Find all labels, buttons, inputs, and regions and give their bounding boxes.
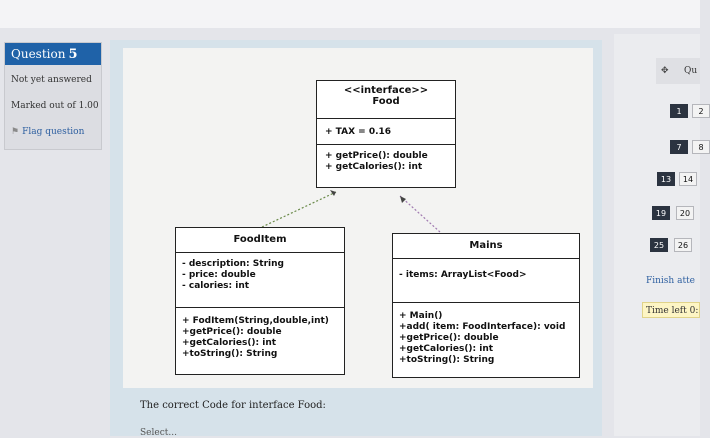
browser-topbar <box>0 0 700 28</box>
fooditem-attribute: - description: String <box>182 259 284 269</box>
time-left-timer: Time left 0: <box>642 302 700 318</box>
question-number: 5 <box>68 47 78 62</box>
nav-question-14[interactable]: 14 <box>679 172 697 186</box>
interface-stereotype: <<interface>> <box>343 85 429 96</box>
navigation-icon: ✥ <box>661 66 669 76</box>
quiz-navigation-title: Qu <box>684 66 698 76</box>
fooditem-method: +getPrice(): double <box>182 327 282 337</box>
mains-header: Mains <box>393 234 579 259</box>
mains-method: +add( item: FoodInterface): void <box>399 322 566 332</box>
interface-attributes: + TAX = 0.16 <box>317 119 455 145</box>
mains-class-box: Mains - items: ArrayList<Food> + Main() … <box>392 233 580 378</box>
fooditem-method: +getCalories(): int <box>182 338 277 348</box>
fooditem-attribute: - price: double <box>182 270 256 280</box>
nav-question-19[interactable]: 19 <box>652 206 670 220</box>
mains-method: + Main() <box>399 311 443 321</box>
interface-method: + getCalories(): int <box>325 162 423 172</box>
mains-attribute: - items: ArrayList<Food> <box>399 270 527 280</box>
nav-question-2[interactable]: 2 <box>692 104 710 118</box>
flag-icon: ⚑ <box>11 127 20 137</box>
fooditem-attributes: - description: String - price: double - … <box>176 253 344 308</box>
mains-methods: + Main() +add( item: FoodInterface): voi… <box>393 303 579 366</box>
interface-methods: + getPrice(): double + getCalories(): in… <box>317 145 455 173</box>
fooditem-method: + FodItem(String,double,int) <box>182 316 329 326</box>
question-label: Question <box>11 47 66 61</box>
mains-method: +getPrice(): double <box>399 333 499 343</box>
fooditem-arrowhead <box>330 190 336 196</box>
fooditem-attribute: - calories: int <box>182 281 250 291</box>
question-status: Not yet answered <box>11 75 92 85</box>
fooditem-methods: + FodItem(String,double,int) +getPrice()… <box>176 308 344 360</box>
fooditem-method: +toString(): String <box>182 349 278 359</box>
mains-attributes: - items: ArrayList<Food> <box>393 259 579 303</box>
nav-question-13[interactable]: 13 <box>657 172 675 186</box>
mains-method: +getCalories(): int <box>399 344 494 354</box>
question-marks: Marked out of 1.00 <box>11 101 99 111</box>
fooditem-class-box: FoodItem - description: String - price: … <box>175 227 345 375</box>
interface-name: Food <box>372 96 400 107</box>
nav-question-7[interactable]: 7 <box>670 140 688 154</box>
nav-question-8[interactable]: 8 <box>692 140 710 154</box>
nav-question-25[interactable]: 25 <box>650 238 668 252</box>
finish-attempt-link[interactable]: Finish atte <box>646 276 695 286</box>
nav-question-1[interactable]: 1 <box>670 104 688 118</box>
mains-implements-line <box>399 195 441 233</box>
fooditem-implements-line <box>261 191 337 228</box>
mains-method: +toString(): String <box>399 355 495 365</box>
flag-question-link[interactable]: ⚑Flag question <box>11 127 84 137</box>
flag-question-label[interactable]: Flag question <box>22 127 85 137</box>
mains-arrowhead <box>400 196 406 203</box>
answer-select-hint[interactable]: Select... <box>140 428 177 438</box>
nav-question-26[interactable]: 26 <box>674 238 692 252</box>
question-prompt: The correct Code for interface Food: <box>140 400 326 411</box>
nav-question-20[interactable]: 20 <box>676 206 694 220</box>
interface-food-box: <<interface>> Food + TAX = 0.16 + getPri… <box>316 80 456 188</box>
mains-name: Mains <box>469 240 503 251</box>
quiz-navigation-panel <box>614 34 700 436</box>
fooditem-header: FoodItem <box>176 228 344 253</box>
quiz-navigation-header: ✥ Qu <box>656 58 700 84</box>
fooditem-name: FoodItem <box>233 234 287 245</box>
interface-attribute: + TAX = 0.16 <box>325 127 392 137</box>
interface-food-header: <<interface>> Food <box>317 81 455 119</box>
interface-method: + getPrice(): double <box>325 151 428 161</box>
